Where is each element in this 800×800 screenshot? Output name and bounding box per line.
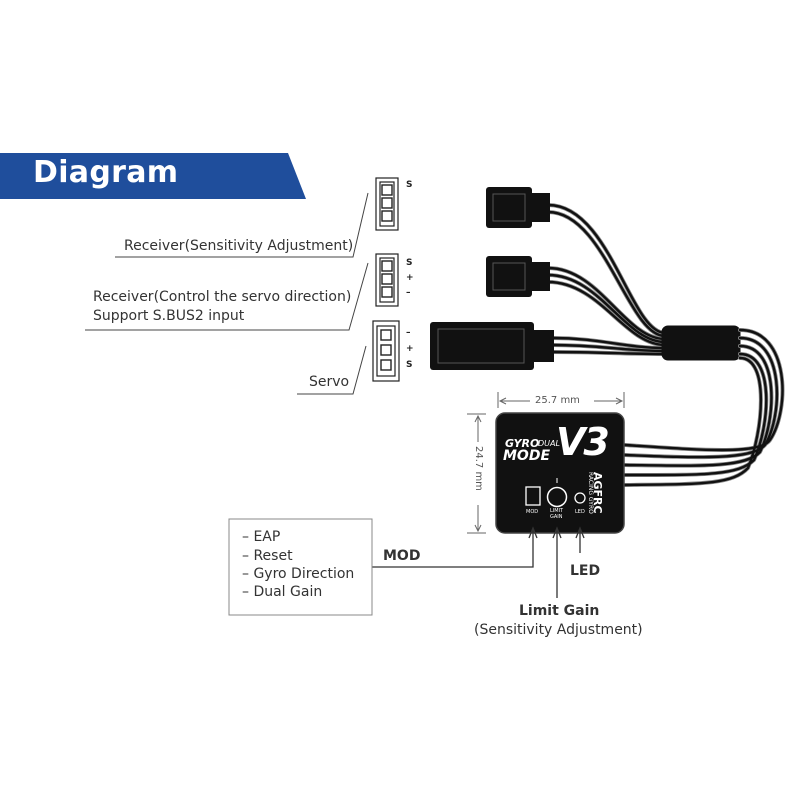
led-indicator xyxy=(574,492,586,504)
header-servo xyxy=(372,320,400,382)
callout-led: LED xyxy=(570,563,601,579)
plug-sensitivity xyxy=(486,187,550,228)
board-logo-dual: DUAL xyxy=(538,439,560,448)
pin-label-dir-s: S xyxy=(406,258,413,268)
pin-label-dir-minus: – xyxy=(406,288,411,298)
dimension-lines xyxy=(467,392,625,534)
pin-label-sens-s: S xyxy=(406,180,413,190)
label-receiver-sensitivity: Receiver(Sensitivity Adjustment) xyxy=(124,238,354,254)
plug-direction xyxy=(486,256,550,297)
label-receiver-direction: Receiver(Control the servo direction) xyxy=(93,289,352,305)
banner-shape xyxy=(0,153,306,199)
pin-label-servo-s: S xyxy=(406,360,413,370)
dash-bullet: – xyxy=(242,529,254,545)
mod-option-gyro-direction: – Gyro Direction xyxy=(242,566,355,582)
page-title: Diagram xyxy=(33,155,179,190)
silk-mod: MOD xyxy=(526,509,539,515)
mod-option-dual-gain: – Dual Gain xyxy=(242,584,323,600)
callout-limit-gain-sub: (Sensitivity Adjustment) xyxy=(474,622,643,638)
dash-bullet: – xyxy=(242,566,254,582)
board-brand-sub: RACING GYRO xyxy=(587,472,594,514)
pin-label-dir-plus: + xyxy=(406,273,414,283)
board-logo-gyro: GYRO xyxy=(505,437,540,450)
header-direction xyxy=(375,253,399,307)
silk-gain: GAIN xyxy=(550,514,563,520)
header-sensitivity xyxy=(375,177,399,231)
dash-bullet: – xyxy=(242,548,254,564)
plug-servo xyxy=(430,322,554,370)
pin-label-servo-minus: – xyxy=(406,328,411,338)
pin-label-servo-plus: + xyxy=(406,344,414,354)
silk-led: LED xyxy=(575,509,585,515)
board-logo-v3: V3 xyxy=(556,420,610,464)
mod-option-eap: – EAP xyxy=(242,529,281,545)
dash-bullet: – xyxy=(242,584,254,600)
callout-lines xyxy=(372,526,585,598)
callout-mod: MOD xyxy=(383,548,421,564)
mod-options-box xyxy=(228,518,373,616)
board-logo-mode: MODE xyxy=(503,448,551,464)
dimension-height: 24.7 mm xyxy=(473,446,484,491)
limit-gain-knob xyxy=(546,486,568,508)
cable-bundle xyxy=(546,203,785,487)
gyro-board xyxy=(495,412,625,534)
label-sbus2: Support S.BUS2 input xyxy=(93,308,245,324)
leader-lines xyxy=(85,192,369,395)
dimension-width: 25.7 mm xyxy=(535,395,580,406)
label-servo: Servo xyxy=(309,374,350,390)
silk-limit: LIMIT xyxy=(550,508,564,514)
callout-limit-gain: Limit Gain xyxy=(519,603,600,619)
mod-button-outline xyxy=(525,486,541,506)
mod-option-reset: – Reset xyxy=(242,548,293,564)
header-banner xyxy=(0,153,310,199)
